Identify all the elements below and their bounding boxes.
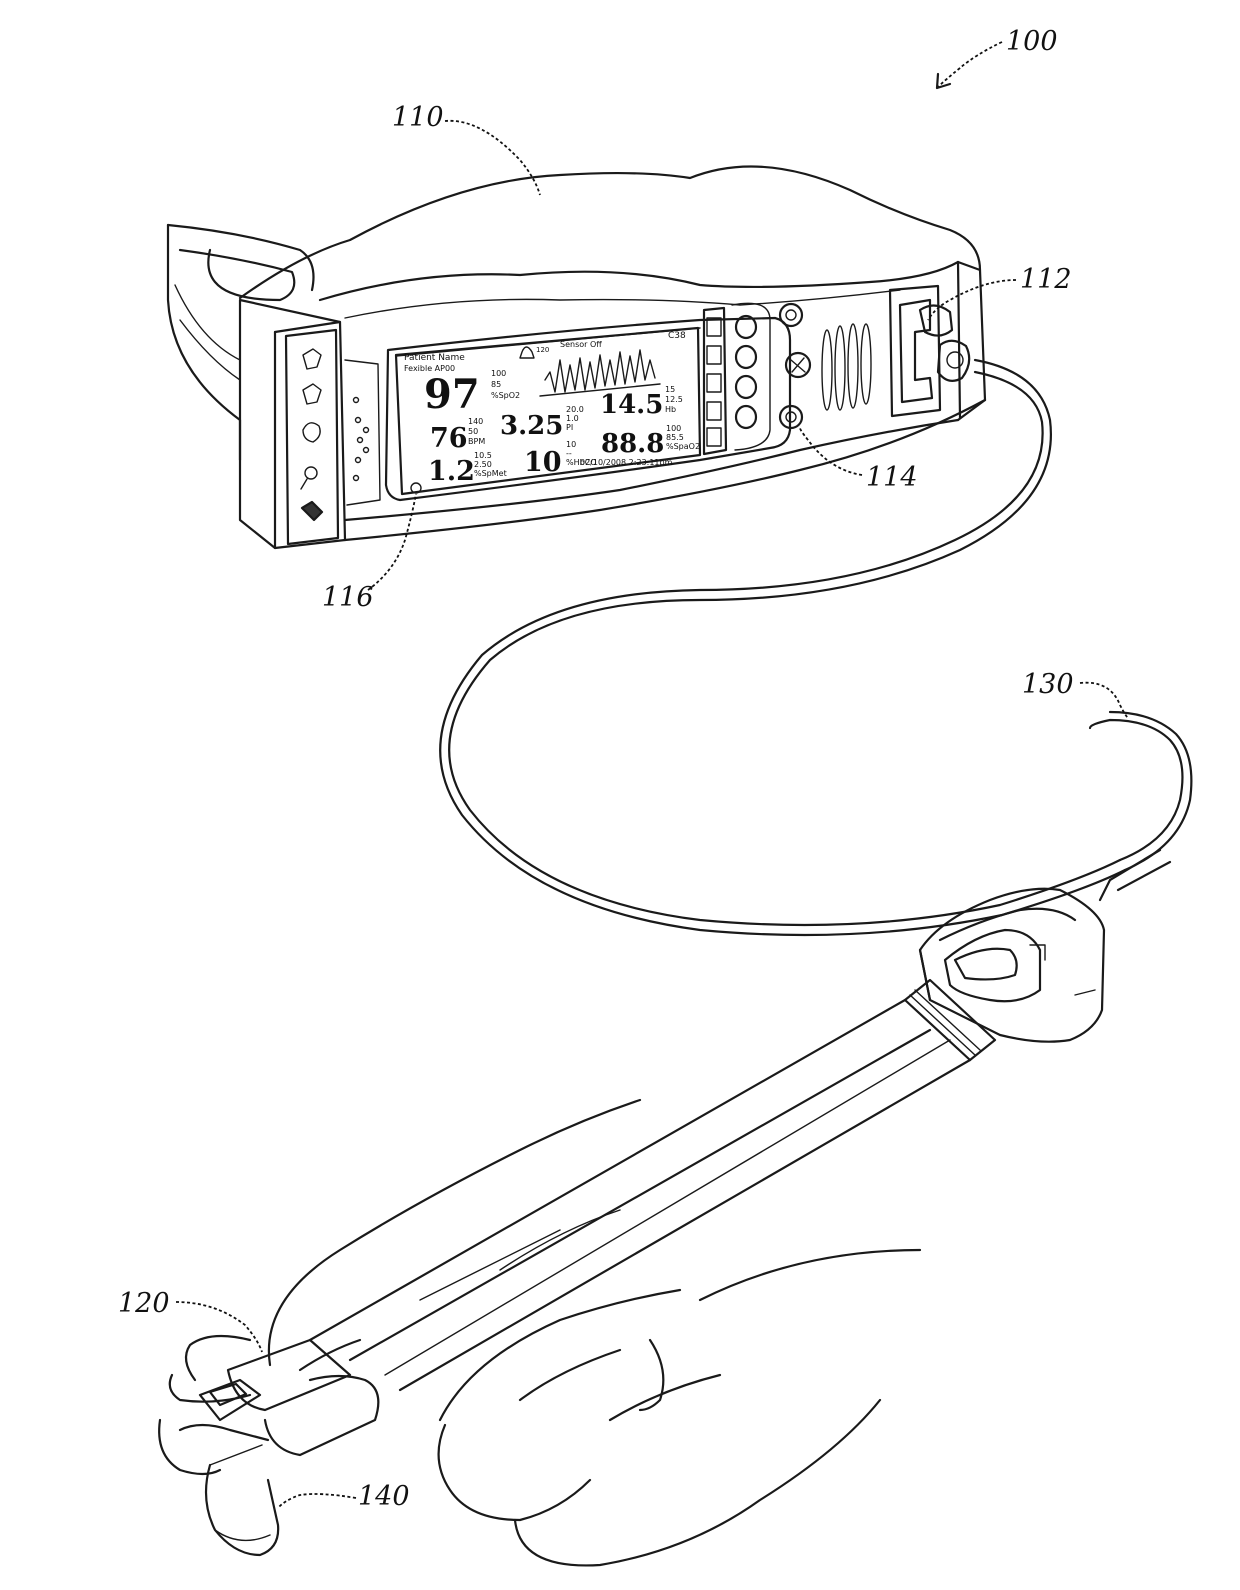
arrow-100	[937, 42, 1002, 88]
pi-value: 3.25	[500, 411, 563, 441]
sensor-connector-housing	[905, 889, 1104, 1060]
sm-lo: 2.50	[474, 460, 492, 469]
oc-unit: %SpaO2	[666, 442, 700, 451]
ref-110: 110	[392, 102, 444, 133]
ref-114: 114	[866, 462, 918, 493]
ref-100: 100	[1006, 26, 1058, 57]
co-value: 10	[524, 447, 562, 478]
side-icons	[301, 349, 322, 520]
reference-numerals: 100 110 112 114 116 130 120 140	[118, 26, 1074, 1512]
hb-value: 14.5	[600, 390, 663, 420]
finger-sensor-icon	[180, 1340, 378, 1555]
menu-button-4[interactable]	[736, 406, 756, 428]
hb-hi: 15	[665, 385, 675, 394]
pi-unit: PI	[566, 423, 573, 432]
alarm-bell-icon	[791, 358, 805, 372]
bpm-hi: 140	[468, 417, 483, 426]
patient-name: Patient Name	[404, 353, 465, 363]
hb-lo: 12.5	[665, 395, 683, 404]
pleth-scale: 120	[536, 346, 549, 354]
oc-lo: 85.5	[666, 433, 684, 442]
menu-button-3[interactable]	[736, 376, 756, 398]
menu-button-2[interactable]	[736, 346, 756, 368]
leader-lines	[176, 42, 1128, 1508]
co-hi: 10	[566, 440, 576, 449]
screen-content: Patient Name Fexible AP00 Sensor Off C38…	[404, 331, 700, 487]
ref-130: 130	[1022, 669, 1074, 700]
monitor-device	[168, 166, 985, 548]
ref-112: 112	[1020, 264, 1072, 295]
ref-140: 140	[358, 1481, 410, 1512]
pi-hi: 20.0	[566, 405, 584, 414]
sm-unit: %SpMet	[474, 469, 507, 478]
spo2-lo: 85	[491, 380, 501, 389]
bpm-unit: BPM	[468, 437, 485, 446]
hand	[159, 1100, 920, 1565]
oc-value: 88.8	[601, 429, 664, 459]
ref-116: 116	[322, 582, 374, 613]
corner-badge: C38	[668, 331, 686, 341]
spo2-value: 97	[424, 371, 480, 418]
pi-lo: 1.0	[566, 414, 579, 423]
sensor-connector-icon	[890, 286, 969, 416]
sensor-status: Sensor Off	[560, 340, 602, 349]
hb-unit: Hb	[665, 405, 676, 414]
co-lo: --	[566, 449, 572, 458]
alarm-bell-screen-icon	[520, 347, 534, 358]
spo2-hi: 100	[491, 369, 506, 378]
speaker-grille-icon	[822, 324, 871, 410]
sm-value: 1.2	[428, 456, 475, 487]
ref-120: 120	[118, 1288, 170, 1319]
bpm-lo: 50	[468, 427, 478, 436]
sm-hi: 10.5	[474, 451, 492, 460]
spo2-unit: %SpO2	[491, 391, 520, 400]
top-round-button[interactable]	[780, 304, 802, 326]
bpm-value: 76	[430, 423, 468, 454]
datetime: 02/10/2008 2:23:11pm	[580, 458, 673, 467]
oc-hi: 100	[666, 424, 681, 433]
vent-dots	[354, 398, 369, 481]
flat-sensor-cable	[310, 1000, 970, 1390]
